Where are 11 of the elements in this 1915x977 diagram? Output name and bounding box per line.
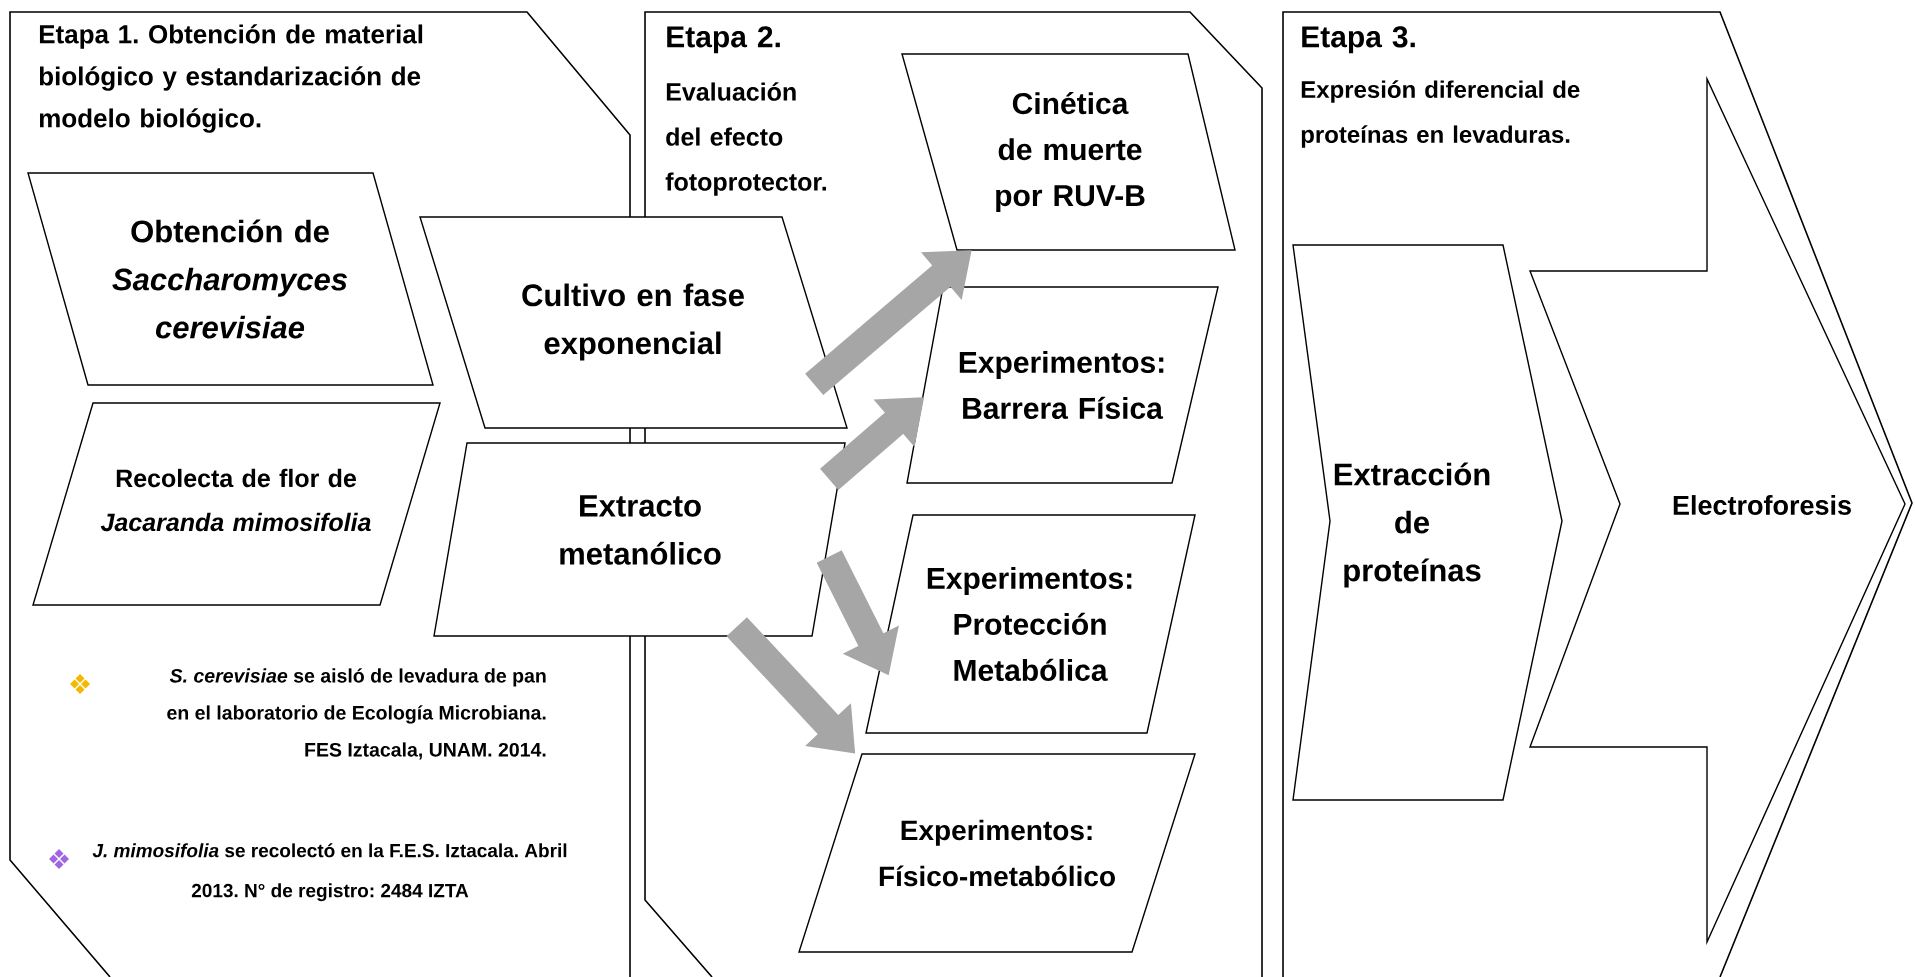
note-text: J. mimosifolia se recolectó en la F.E.S. Iztacala. Abril 2013. N° de registro: 2484 IZTA	[92, 843, 567, 902]
parallelogram-box: Recolecta de flor de Jacaranda mimosifolia	[32, 402, 441, 606]
parallelogram-box: Obtención de Saccharomyces cerevisiae	[27, 172, 434, 386]
parallelogram-box: Cinética de muerte por RUV-B	[901, 53, 1236, 251]
note-text: S. cerevisiae se aisló de levadura de pan en el laboratorio de Ecología Microbiana. FES Iztacala, UNAM. 2014.	[167, 668, 546, 760]
parallelogram-box: Experimentos: Protección Metabólica	[865, 514, 1196, 734]
chevron-box: Extracción de proteínas	[1292, 244, 1563, 801]
parallelogram-box: Experimentos: Físico-metabólico	[798, 753, 1196, 953]
parallelogram-box: Extracto metanólico	[433, 442, 846, 637]
parallelogram-box: Experimentos: Barrera Física	[906, 286, 1219, 484]
parallelogram-box: Cultivo en fase exponencial	[419, 216, 848, 429]
